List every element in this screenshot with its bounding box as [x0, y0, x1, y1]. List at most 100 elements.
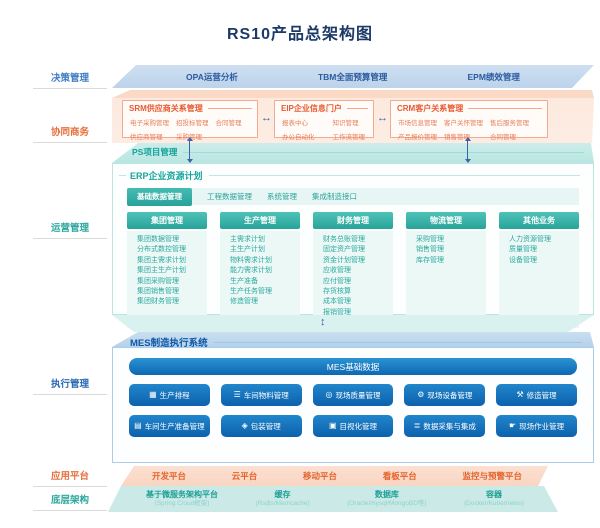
- erp-column-logistics: 物流管理 采购管理 销售管理 库存管理: [406, 212, 486, 328]
- erp-column-header: 集团管理: [127, 212, 207, 229]
- title-rule: [119, 175, 126, 176]
- erp-item: 集团主生产计划: [137, 267, 186, 275]
- layer-label-infrastructure: 底层架构: [28, 492, 112, 511]
- erp-item: 设备管理: [509, 256, 537, 264]
- mes-button-packaging: ◈ 包装管理: [220, 415, 302, 437]
- mes-top-face: [112, 332, 594, 347]
- magnifier-icon: ◎: [325, 390, 333, 399]
- title-rule: [346, 108, 368, 109]
- erp-item: 质量管理: [509, 246, 537, 254]
- eip-item: 办公自动化: [282, 134, 315, 141]
- erp-item: 库存管理: [416, 256, 444, 264]
- mes-button-label: 现场作业管理: [519, 421, 565, 431]
- mes-button-label: 修造管理: [526, 390, 557, 400]
- erp-item: 集团财务管理: [137, 298, 179, 306]
- mes-button-label: 现场质量管理: [335, 390, 381, 400]
- layer-label-execution: 执行管理: [28, 376, 112, 395]
- erp-item: 物料需求计划: [230, 256, 272, 264]
- erp-column-header: 其他业务: [499, 212, 579, 229]
- layer-label-text: 运营管理: [50, 223, 89, 234]
- mes-button-data-collection: ≣ 数据采集与集成: [404, 415, 486, 437]
- erp-item: 采购管理: [416, 236, 444, 243]
- erp-column-production: 生产管理 主需求计划 主生产计划 物料需求计划 能力需求计划 生产准备 生产任务…: [220, 212, 300, 328]
- infra-item-microservice: 基于微服务架构平台 (Spring Cloud框架): [146, 490, 218, 508]
- mes-box: MES制造执行系统 MES基础数据 ▦ 生产排程 ☰ 车间物料管理 ◎ 现场质量…: [112, 332, 594, 463]
- eip-item: 知识管理: [332, 120, 359, 127]
- erp-bottom-face: [112, 315, 594, 332]
- srm-item: 合同管理: [215, 120, 242, 127]
- erp-item: 财务总账管理: [323, 236, 365, 243]
- package-icon: ◈: [241, 421, 248, 430]
- title-rule: [468, 108, 542, 109]
- layer-label-operations: 运营管理: [28, 220, 112, 239]
- mes-button-production-preparation: ▤ 车间生产准备管理: [129, 415, 210, 437]
- mes-button-onsite-operations: ☛ 现场作业管理: [496, 415, 577, 437]
- label-underline: [33, 394, 107, 395]
- srm-item: 供应商管理: [130, 134, 163, 141]
- layer-label-text: 协同商务: [50, 127, 89, 138]
- mes-button-onsite-quality: ◎ 现场质量管理: [312, 384, 394, 406]
- eip-box-title-row: EIP企业信息门户: [281, 103, 368, 114]
- crm-item: 售后服务管理: [490, 120, 529, 127]
- infra-detail: (Rsdis/Memcache): [255, 499, 310, 507]
- erp-column-panel: 主需求计划 主生产计划 物料需求计划 能力需求计划 生产准备 生产任务管理 修造…: [220, 231, 300, 328]
- eip-box-items: 报表中心 知识管理 办公自动化 工作流管理: [275, 114, 373, 141]
- tools-icon: ⚒: [516, 390, 524, 399]
- title-rule: [183, 152, 584, 153]
- infra-name: 基于微服务架构平台: [146, 489, 218, 499]
- eip-item: 工作流管理: [332, 134, 366, 141]
- srm-item: 招投标管理: [176, 120, 209, 127]
- crm-box-title-row: CRM客户关系管理: [397, 103, 542, 114]
- forklift-icon: ☰: [233, 390, 241, 399]
- worker-list-icon: ▤: [134, 421, 142, 430]
- erp-item: 分布式数控管理: [137, 246, 186, 254]
- erp-box: PS项目管理 ERP企业资源计划 基础数据管理 工程数据管理 系统管理 集成制造…: [112, 143, 594, 332]
- label-underline: [33, 142, 107, 143]
- erp-item: 应收管理: [323, 267, 351, 275]
- layer-label-app-platform: 应用平台: [28, 468, 112, 487]
- mes-button-label: 目视化管理: [339, 421, 378, 431]
- app-platform-band: 开发平台 云平台 移动平台 看板平台 监控与预警平台: [112, 466, 548, 486]
- infra-item-cache: 缓存 (Rsdis/Memcache): [255, 490, 309, 508]
- collab-band-top-face: [112, 90, 594, 98]
- label-underline: [33, 510, 107, 511]
- collab-band: SRM供应商关系管理 电子采购管理 招投标管理 合同管理 供应商管理 采购管理 …: [112, 90, 594, 143]
- mes-front-panel: MES基础数据 ▦ 生产排程 ☰ 车间物料管理 ◎ 现场质量管理 ⚙ 现场设备管…: [112, 347, 594, 463]
- mes-button-repair-mgmt: ⚒ 修造管理: [496, 384, 577, 406]
- app-platform-item: 看板平台: [382, 471, 417, 481]
- erp-item: 主需求计划: [230, 236, 265, 243]
- tab-basic-data: 基础数据管理: [127, 187, 192, 206]
- erp-item: 集团数据管理: [137, 236, 179, 243]
- erp-item: 能力需求计划: [230, 267, 272, 275]
- mes-button-production-scheduling: ▦ 生产排程: [129, 384, 210, 406]
- erp-column-other: 其他业务 人力资源管理 质量管理 设备管理: [499, 212, 579, 328]
- eip-crm-arrow-icon: ↔: [377, 112, 388, 124]
- mes-button-label: 生产排程: [159, 390, 190, 400]
- erp-mes-arrow-icon: ↕: [320, 316, 326, 328]
- layer-label-text: 执行管理: [50, 379, 89, 390]
- erp-columns: 集团管理 集团数据管理 分布式数控管理 集团主需求计划 集团主生产计划 集团采购…: [127, 212, 579, 328]
- decision-item-epm: EPM绩效管理: [467, 71, 520, 82]
- title-rule: [213, 341, 582, 343]
- crm-box-title: CRM客户关系管理: [397, 104, 464, 113]
- decision-band: OPA运营分析 TBM全面预算管理 EPM绩效管理: [112, 65, 594, 88]
- title-rule: [208, 175, 580, 176]
- infra-name: 容器: [486, 489, 502, 499]
- srm-box-title: SRM供应商关系管理: [129, 104, 203, 113]
- erp-front-panel: ERP企业资源计划 基础数据管理 工程数据管理 系统管理 集成制造接口 集团管理…: [112, 163, 594, 328]
- crm-item: 销售管理: [444, 134, 470, 141]
- erp-item: 生产准备: [230, 277, 258, 285]
- mes-button-label: 现场设备管理: [427, 390, 473, 400]
- mes-button-visual-mgmt: ▣ 目视化管理: [312, 415, 394, 437]
- ps-band-title: PS项目管理: [132, 147, 178, 157]
- mes-button-label: 车间生产准备管理: [144, 421, 205, 431]
- app-platform-item: 移动平台: [302, 471, 337, 481]
- crm-item: 客户关怀管理: [444, 120, 483, 127]
- srm-eip-arrow-icon: ↔: [261, 112, 272, 124]
- erp-item: 集团采购管理: [137, 277, 179, 285]
- srm-box: SRM供应商关系管理 电子采购管理 招投标管理 合同管理 供应商管理 采购管理: [122, 100, 258, 141]
- srm-box-title-row: SRM供应商关系管理: [129, 103, 252, 114]
- decision-item-tbm: TBM全面预算管理: [317, 71, 388, 82]
- mes-button-grid: ▦ 生产排程 ☰ 车间物料管理 ◎ 现场质量管理 ⚙ 现场设备管理 ⚒ 修造: [129, 384, 577, 437]
- erp-title: ERP企业资源计划: [130, 171, 203, 181]
